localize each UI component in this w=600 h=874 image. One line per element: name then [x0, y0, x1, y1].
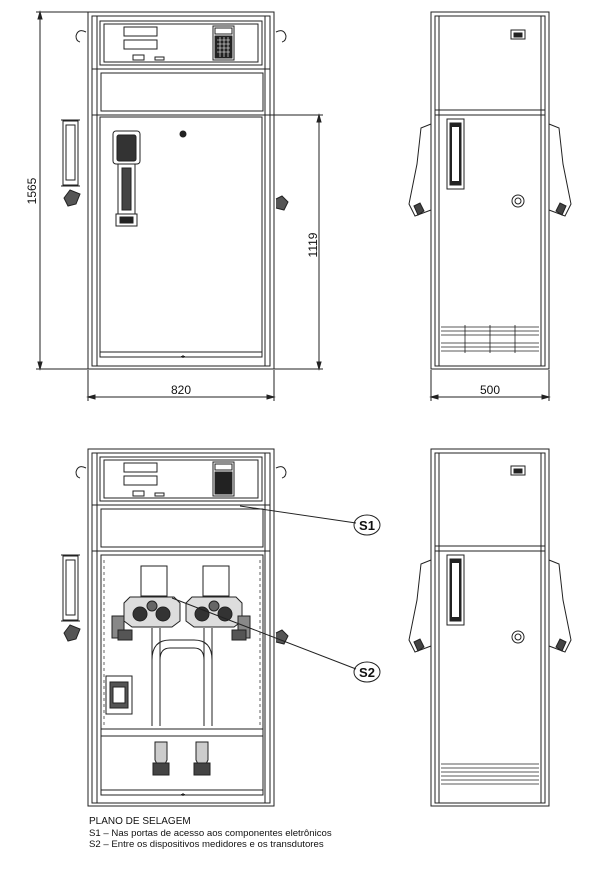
dim-height-total: 1565: [25, 177, 39, 204]
side-view-open: [408, 448, 572, 807]
side-view-closed: [408, 11, 572, 401]
legend-item-s2: S2 – Entre os dispositivos medidores e o…: [89, 839, 324, 850]
seal-label-s1: S1: [359, 518, 375, 533]
dim-height-door: 1119: [306, 232, 320, 257]
keypad-icon: [212, 461, 235, 497]
front-view-open: [61, 448, 289, 807]
keypad-icon: [212, 25, 235, 61]
holster-icon: [61, 119, 81, 207]
seal-label-s2: S2: [359, 665, 375, 680]
sealing-plan-legend: PLANO DE SELAGEM S1 – Nas portas de aces…: [89, 816, 332, 851]
dim-width-front: 820: [171, 383, 191, 397]
nozzle-icon: [112, 130, 141, 227]
meter-right-icon: [185, 565, 251, 641]
valve-icon: [152, 741, 211, 776]
legend-title: PLANO DE SELAGEM: [89, 816, 191, 827]
pump-unit-icon: [105, 675, 133, 715]
seal-callouts: [171, 505, 381, 683]
front-view-closed: [36, 10, 323, 401]
dim-width-side: 500: [480, 383, 500, 397]
meter-left-icon: [111, 565, 181, 641]
legend-item-s1: S1 – Nas portas de acesso aos componente…: [89, 827, 332, 839]
